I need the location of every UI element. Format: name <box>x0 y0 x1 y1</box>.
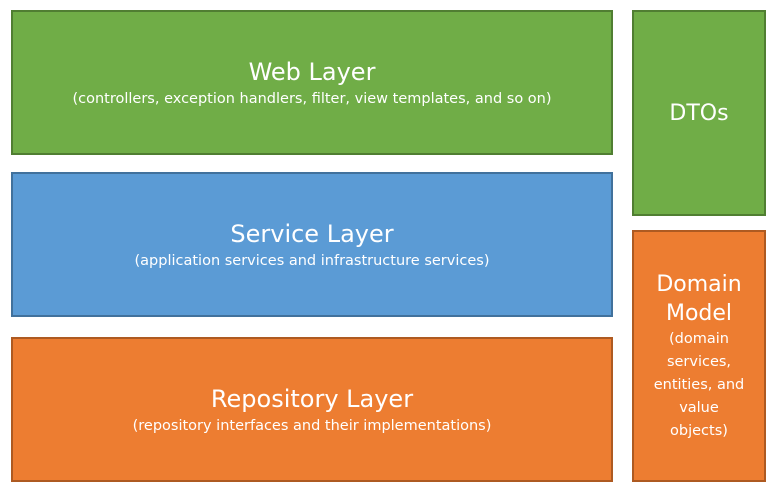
web-layer-description: (controllers, exception handlers, filter… <box>72 90 552 107</box>
service-layer-box: Service Layer (application services and … <box>11 172 613 317</box>
repository-layer-box: Repository Layer (repository interfaces … <box>11 337 613 482</box>
domain-model-title: Domain Model <box>656 271 742 326</box>
service-layer-title: Service Layer <box>230 219 394 248</box>
dtos-title: DTOs <box>669 100 729 126</box>
domain-model-box: Domain Model (domain services, entities,… <box>632 230 766 482</box>
service-layer-description: (application services and infrastructure… <box>134 252 490 269</box>
web-layer-box: Web Layer (controllers, exception handle… <box>11 10 613 155</box>
web-layer-title: Web Layer <box>248 57 376 86</box>
domain-model-description: (domain services, entities, and value ob… <box>653 330 745 439</box>
repository-layer-title: Repository Layer <box>210 384 414 413</box>
dtos-box: DTOs <box>632 10 766 216</box>
repository-layer-description: (repository interfaces and their impleme… <box>132 417 492 434</box>
